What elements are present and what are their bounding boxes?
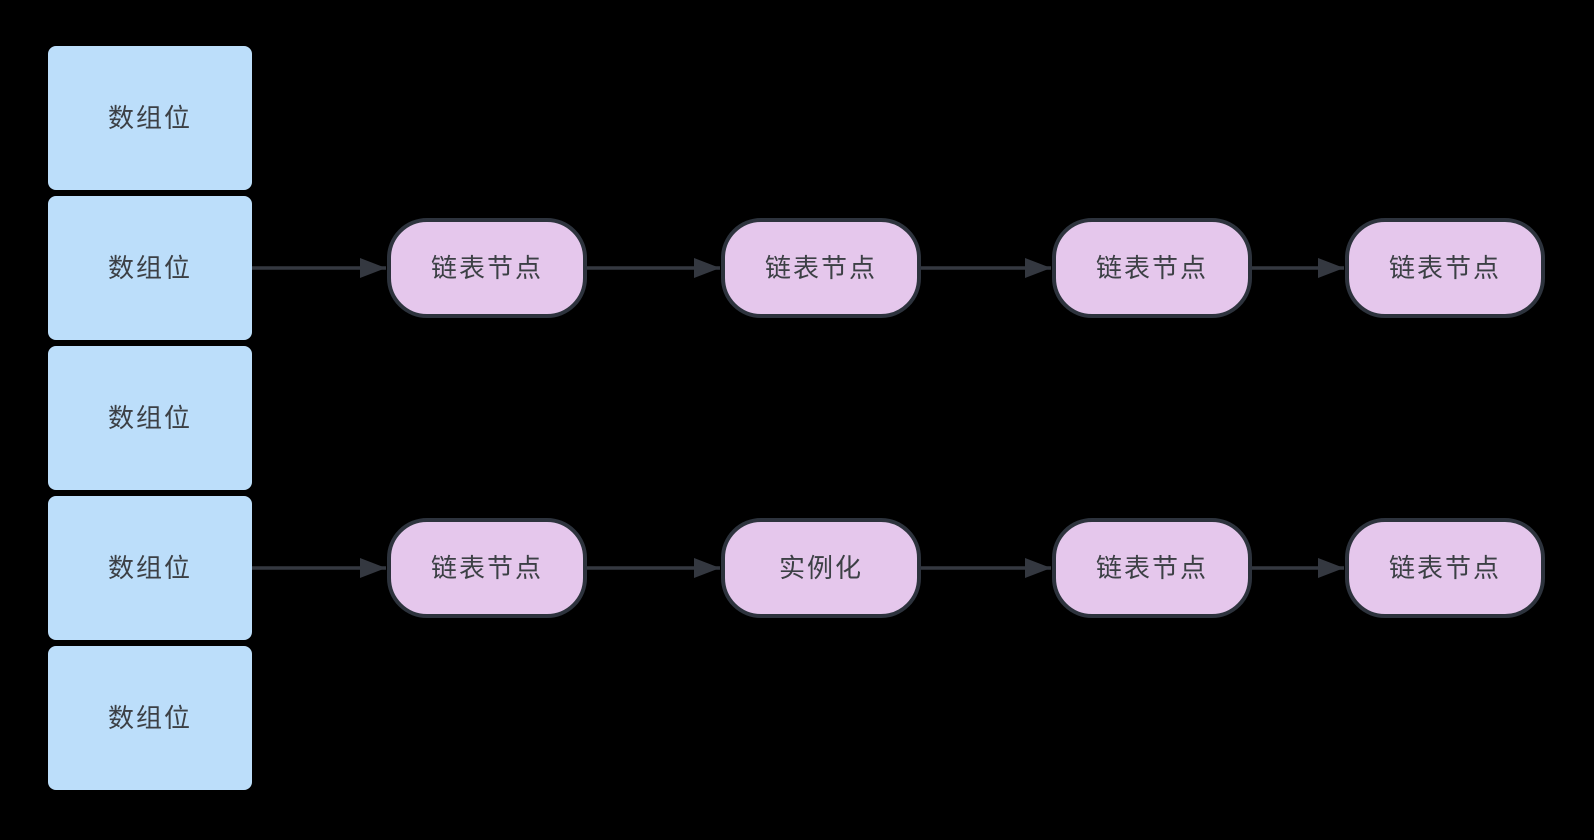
array-slot-2-label: 数组位 (107, 253, 192, 283)
chain1-node-3: 链表节点 (1052, 218, 1252, 318)
chain1-node-2: 链表节点 (721, 218, 921, 318)
array-slot-5-label: 数组位 (107, 703, 192, 733)
array-slot-5: 数组位 (48, 646, 252, 790)
chain1-node-4-label: 链表节点 (1388, 253, 1501, 283)
chain2-node-1: 链表节点 (387, 518, 587, 618)
chain2-node-1-label: 链表节点 (430, 553, 543, 583)
chain1-node-2-label: 链表节点 (764, 253, 877, 283)
array-slot-4-label: 数组位 (107, 553, 192, 583)
array-slot-4: 数组位 (48, 496, 252, 640)
array-slot-3-label: 数组位 (107, 403, 192, 433)
chain1-node-3-label: 链表节点 (1095, 253, 1208, 283)
chain1-node-4: 链表节点 (1345, 218, 1545, 318)
chain2-node-3: 链表节点 (1052, 518, 1252, 618)
array-slot-1: 数组位 (48, 46, 252, 190)
array-slot-2: 数组位 (48, 196, 252, 340)
chain2-node-2-label: 实例化 (778, 553, 863, 583)
chain2-node-3-label: 链表节点 (1095, 553, 1208, 583)
chain2-node-4-label: 链表节点 (1388, 553, 1501, 583)
chain1-node-1-label: 链表节点 (430, 253, 543, 283)
chain2-node-4: 链表节点 (1345, 518, 1545, 618)
chain1-node-1: 链表节点 (387, 218, 587, 318)
chain2-node-2: 实例化 (721, 518, 921, 618)
array-slot-1-label: 数组位 (107, 103, 192, 133)
array-slot-3: 数组位 (48, 346, 252, 490)
